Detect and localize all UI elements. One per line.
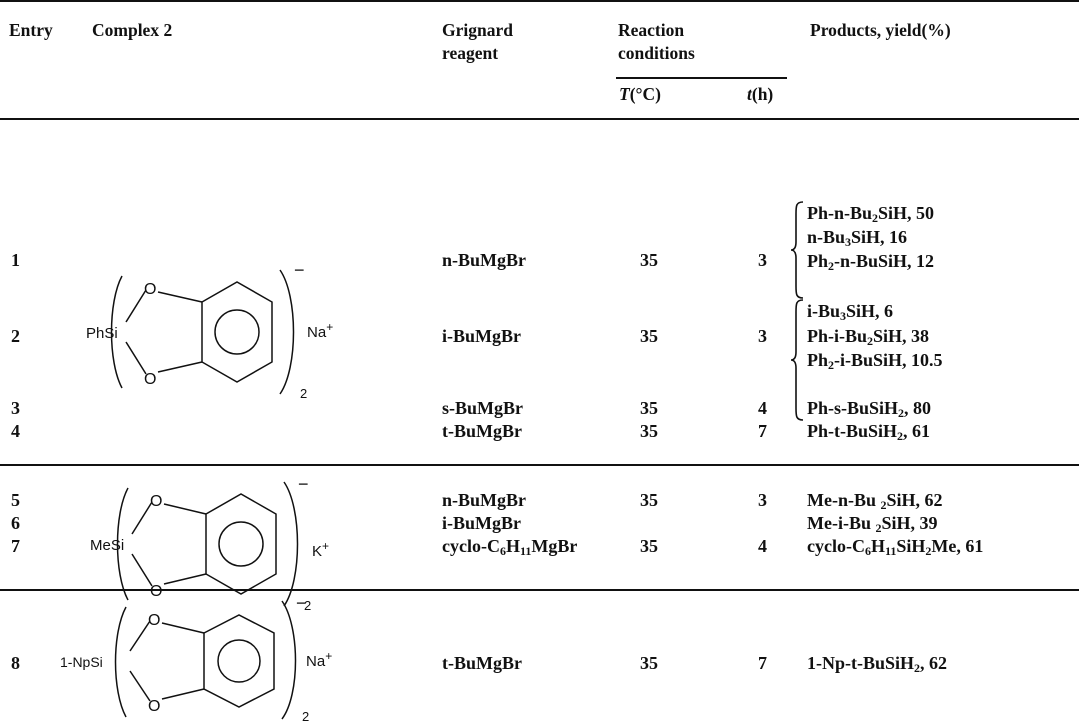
svg-text:K+: K+ <box>312 539 329 560</box>
brace-entries-2-3 <box>790 299 804 421</box>
svg-text:Na+: Na+ <box>307 320 333 341</box>
svg-text:O: O <box>150 493 162 510</box>
svg-text:−: − <box>298 474 309 494</box>
header-entry: Entry <box>9 20 53 40</box>
svg-text:2: 2 <box>302 709 309 723</box>
grignard-reagent: n-BuMgBr <box>442 490 527 510</box>
header-products: Products, yield(%) <box>810 20 951 40</box>
svg-text:O: O <box>148 698 160 715</box>
group1-bottom-rule <box>0 464 1079 466</box>
product: n-Bu3SiH, 16 <box>807 227 908 249</box>
header-conditions-2: conditions <box>618 43 695 63</box>
product: Ph2-i-BuSiH, 10.5 <box>807 350 943 372</box>
conditions-underline <box>616 77 787 79</box>
entry-number: 1 <box>11 250 20 270</box>
svg-text:O: O <box>150 583 162 600</box>
silicon-group-label: MeSi <box>90 537 124 554</box>
grignard-reagent: t-BuMgBr <box>442 653 522 673</box>
header-conditions-1: Reaction <box>618 20 685 40</box>
header-time: t(h) <box>747 84 774 104</box>
temperature-value: 35 <box>640 398 658 418</box>
temperature-value: 35 <box>640 326 658 346</box>
grignard-reagent: s-BuMgBr <box>442 398 523 418</box>
temperature-value: 35 <box>640 536 658 556</box>
product: cyclo-C6H11SiH2Me, 61 <box>807 536 984 558</box>
svg-text:2: 2 <box>304 598 311 613</box>
product: Ph-t-BuSiH2, 61 <box>807 421 931 443</box>
time-value: 7 <box>758 421 767 441</box>
grignard-reagent: i-BuMgBr <box>442 326 521 346</box>
product: i-Bu3SiH, 6 <box>807 301 894 323</box>
product: Ph2-n-BuSiH, 12 <box>807 251 935 273</box>
entry-number: 4 <box>11 421 20 441</box>
product: 1-Np-t-BuSiH2, 62 <box>807 653 948 675</box>
grignard-reagent: t-BuMgBr <box>442 421 522 441</box>
complex-structure-phsi: PhSi O O − 2 Na+ <box>86 262 333 401</box>
header-complex: Complex 2 <box>92 20 173 40</box>
time-value: 7 <box>758 653 767 673</box>
time-value: 3 <box>758 326 767 346</box>
header-bottom-rule <box>0 118 1079 120</box>
grignard-reagent: i-BuMgBr <box>442 513 521 533</box>
svg-text:−: − <box>296 597 307 613</box>
brace-entry-1 <box>790 201 804 299</box>
svg-text:O: O <box>144 371 156 388</box>
entry-number: 2 <box>11 326 20 346</box>
svg-text:Na+: Na+ <box>306 649 332 670</box>
time-value: 4 <box>758 398 767 418</box>
entry-number: 5 <box>11 490 20 510</box>
entry-number: 7 <box>11 536 20 556</box>
product: Me-i-Bu 2SiH, 39 <box>807 513 938 535</box>
product: Ph-i-Bu2SiH, 38 <box>807 326 930 348</box>
time-value: 4 <box>758 536 767 556</box>
temperature-value: 35 <box>640 421 658 441</box>
time-value: 3 <box>758 250 767 270</box>
grignard-reagent: n-BuMgBr <box>442 250 527 270</box>
complex-structure-npsi: 1-NpSi O O − 2 Na+ <box>60 597 332 723</box>
silicon-group-label: PhSi <box>86 325 118 342</box>
entry-number: 3 <box>11 398 20 418</box>
temperature-value: 35 <box>640 490 658 510</box>
svg-text:O: O <box>148 612 160 629</box>
time-value: 3 <box>758 490 767 510</box>
table-top-rule <box>0 0 1079 2</box>
product: Ph-n-Bu2SiH, 50 <box>807 203 935 225</box>
complex-structure-mesi: MeSi O O − 2 K+ <box>90 474 329 613</box>
header-grignard-1: Grignard <box>442 20 513 40</box>
svg-text:−: − <box>294 262 305 280</box>
grignard-reagent: cyclo-C6H11MgBr <box>442 536 578 558</box>
entry-number: 8 <box>11 653 20 673</box>
header-grignard-2: reagent <box>442 43 499 63</box>
temperature-value: 35 <box>640 653 658 673</box>
product: Me-n-Bu 2SiH, 62 <box>807 490 943 512</box>
product: Ph-s-BuSiH2, 80 <box>807 398 932 420</box>
svg-text:O: O <box>144 281 156 298</box>
header-temperature: T(°C) <box>619 84 661 104</box>
entry-number: 6 <box>11 513 20 533</box>
svg-text:2: 2 <box>300 386 307 401</box>
temperature-value: 35 <box>640 250 658 270</box>
group2-bottom-rule <box>0 589 1079 591</box>
silicon-group-label: 1-NpSi <box>60 654 103 670</box>
